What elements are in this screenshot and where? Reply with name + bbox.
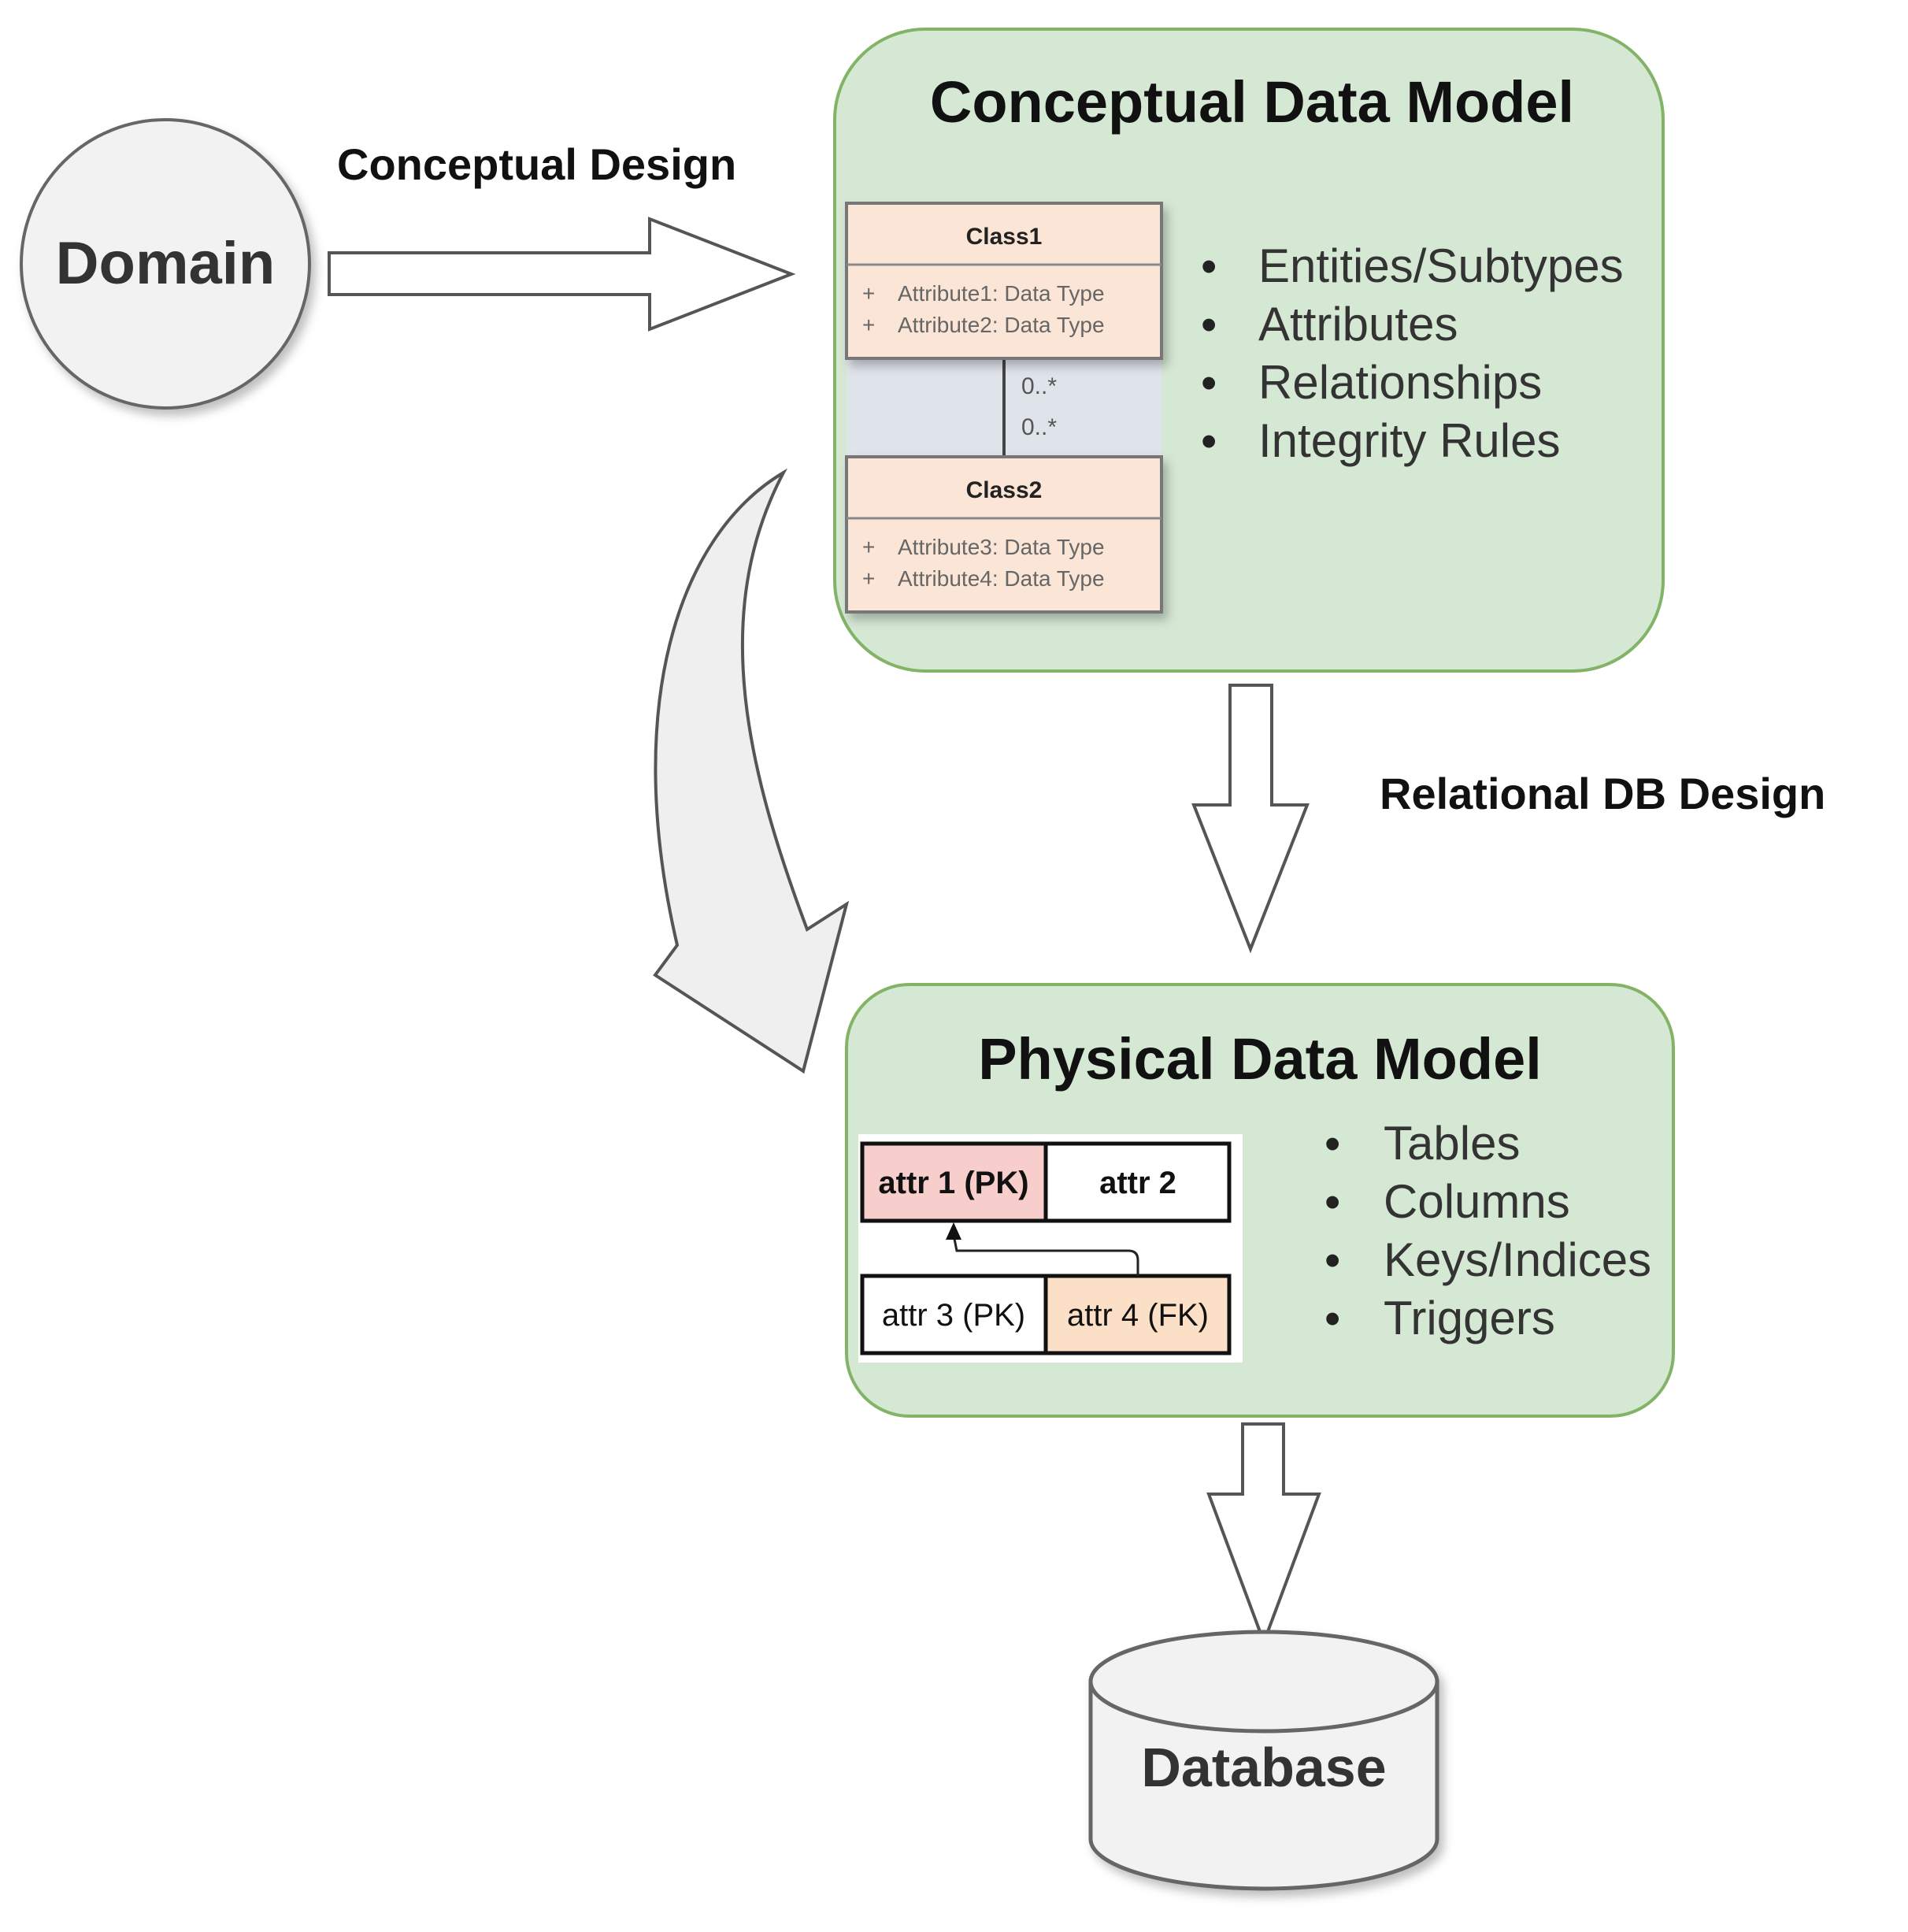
- class2-attr3-visibility: +: [862, 535, 875, 559]
- class2-attr4: Attribute4: Data Type: [898, 566, 1105, 591]
- class1-box: [845, 202, 1163, 360]
- bullet-triggers: Triggers: [1384, 1292, 1555, 1344]
- foreign-key-arrowhead-icon: [946, 1222, 961, 1240]
- class2-attr4-visibility: +: [862, 566, 875, 591]
- class1-attr2: Attribute2: Data Type: [898, 313, 1105, 337]
- bullet-keys-indices: Keys/Indices: [1384, 1233, 1651, 1286]
- database-arrow: [1206, 1422, 1321, 1647]
- physical-table-diagram: attr 1 (PK) attr 2 attr 3 (PK) attr 4 (F…: [858, 1134, 1243, 1363]
- relational-design-label: Relational DB Design: [1380, 769, 1825, 818]
- bullet-integrity-rules: Integrity Rules: [1258, 414, 1561, 467]
- cell-attr2: [1043, 1141, 1232, 1223]
- multiplicity-top: 0..*: [1021, 373, 1057, 399]
- foreign-key-reference-line: [952, 1234, 1139, 1276]
- attr3-pk-label: attr 3 (PK): [882, 1298, 1025, 1333]
- domain-circle: [20, 118, 311, 410]
- class1-attr1: Attribute1: Data Type: [898, 281, 1105, 306]
- class2-box: [845, 455, 1163, 614]
- bullet-columns: Columns: [1384, 1175, 1570, 1228]
- bullet-dot: •: [1201, 358, 1217, 409]
- uml-class-diagram: 0..* 0..* Class1 + Attribute1: Data Type…: [845, 202, 1163, 614]
- bullet-tables: Tables: [1384, 1117, 1520, 1170]
- database-cylinder-top: [1088, 1630, 1439, 1734]
- bullet-dot: •: [1324, 1118, 1340, 1170]
- bullet-dot: •: [1201, 416, 1217, 467]
- class1-attr1-visibility: +: [862, 281, 875, 306]
- bullet-dot: •: [1324, 1177, 1340, 1228]
- fk-cell-attr4: [1043, 1274, 1232, 1355]
- conceptual-model-title: Conceptual Data Model: [930, 69, 1574, 135]
- class1-name: Class1: [966, 224, 1043, 250]
- conceptual-model-panel: Conceptual Data Model 0..* 0..* Class1 +…: [833, 28, 1665, 673]
- database-label: Database: [1141, 1737, 1386, 1798]
- domain-label: Domain: [56, 230, 276, 297]
- relational-design-arrow: [1191, 684, 1310, 954]
- uml-class-1: Class1 + Attribute1: Data Type + Attribu…: [845, 202, 1163, 360]
- bullet-dot: •: [1201, 299, 1217, 350]
- database-cylinder-body: [1088, 1679, 1439, 1891]
- attr1-pk-label: attr 1 (PK): [878, 1166, 1028, 1200]
- bullet-dot: •: [1324, 1235, 1340, 1286]
- physical-bullet-list: • Tables • Columns • Keys/Indices • Trig…: [1324, 1117, 1651, 1344]
- bullet-relationships: Relationships: [1258, 356, 1542, 409]
- class1-attr2-visibility: +: [862, 313, 875, 337]
- uml-class-2: Class2 + Attribute3: Data Type + Attribu…: [845, 455, 1163, 614]
- conceptual-design-label: Conceptual Design: [337, 139, 736, 189]
- curved-bypass-arrow: [653, 468, 850, 1074]
- bullet-entities-subtypes: Entities/Subtypes: [1258, 239, 1624, 292]
- bullet-dot: •: [1324, 1293, 1340, 1344]
- bullet-dot: •: [1201, 241, 1217, 292]
- conceptual-bullet-list: • Entities/Subtypes • Attributes • Relat…: [1201, 239, 1624, 467]
- conceptual-design-arrow: [328, 217, 796, 332]
- pk-cell-attr1: [860, 1141, 1048, 1223]
- bullet-attributes: Attributes: [1258, 298, 1458, 350]
- physical-model-panel: Physical Data Model attr 1 (PK) attr 2 a…: [845, 983, 1675, 1418]
- attr2-label: attr 2: [1099, 1166, 1176, 1200]
- class2-name: Class2: [966, 477, 1043, 503]
- database-node: [1088, 1630, 1439, 1891]
- multiplicity-bottom: 0..*: [1021, 414, 1057, 440]
- class2-attr3: Attribute3: Data Type: [898, 535, 1105, 559]
- physical-model-title: Physical Data Model: [978, 1026, 1542, 1092]
- domain-node: Domain: [20, 118, 311, 410]
- attr4-fk-label: attr 4 (FK): [1067, 1298, 1209, 1333]
